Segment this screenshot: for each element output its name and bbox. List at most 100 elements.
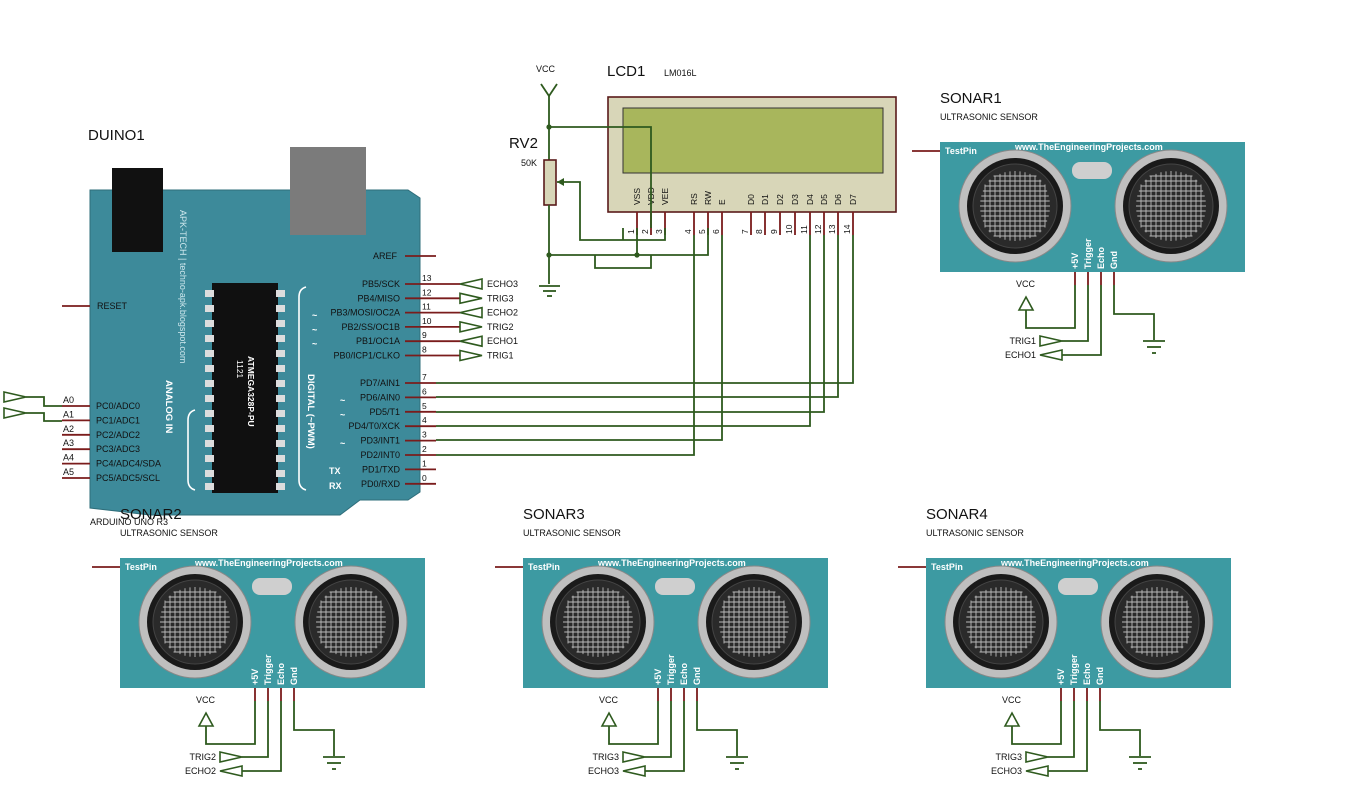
lcd-model-label: LM016L	[664, 68, 697, 78]
reset-pin-label: RESET	[97, 301, 128, 311]
digital-pin-name: PD7/AIN1	[360, 378, 400, 388]
net-label: ECHO3	[487, 279, 518, 289]
lcd-module[interactable]: LCD1 LM016L	[607, 63, 897, 213]
chip-name-label: ATMEGA328P-PU	[246, 356, 256, 427]
pot-vcc-arrow	[540, 83, 558, 98]
echo-net-label: ECHO2	[185, 766, 216, 776]
sonar-pin-label: +5V	[250, 669, 260, 685]
analog-pin-name: PC0/ADC0	[96, 401, 140, 411]
arduino-ref-label: DUINO1	[88, 127, 145, 144]
chip-pins-left	[205, 290, 214, 490]
sonar-crystal	[1058, 578, 1098, 595]
net-label: ECHO2	[487, 308, 518, 318]
echo-terminal[interactable]	[1039, 348, 1063, 362]
arduino-board[interactable]: DUINO1 APK-TECH | techno-apk.blogspot.co…	[62, 127, 436, 527]
sonar-pin-label: Gnd	[1095, 667, 1105, 685]
net-terminal[interactable]	[459, 349, 483, 362]
sonar-vcc-label: VCC	[599, 695, 619, 705]
sonar-testpin-label: TestPin	[125, 562, 157, 572]
echo-net-label: ECHO3	[991, 766, 1022, 776]
potentiometer[interactable]: VCC RV2 50K	[509, 64, 637, 297]
lcd-pin-num: 1	[626, 229, 636, 234]
sonar-testpin-label: TestPin	[945, 146, 977, 156]
sonar-ref-label: SONAR3	[523, 506, 585, 523]
sonar-pin-label: Trigger	[1069, 654, 1079, 685]
sonar-web-label: www.TheEngineeringProjects.com	[597, 558, 746, 568]
digital-bracket	[298, 286, 307, 491]
sonar-sub-label: ULTRASONIC SENSOR	[120, 528, 218, 538]
trig-terminal[interactable]	[1039, 334, 1063, 348]
transducer-mesh-icon	[316, 587, 386, 657]
a0-a1-terminals[interactable]	[3, 390, 62, 422]
lcd-pin-num: 8	[754, 229, 764, 234]
net-terminal[interactable]	[459, 306, 483, 319]
lcd-pin-name: D5	[819, 194, 829, 205]
lcd-pin-num: 12	[813, 224, 823, 234]
transducer-mesh-icon	[719, 587, 789, 657]
digital-pin-name: PD5/T1	[369, 407, 400, 417]
digital-pin-name: PD3/INT1	[360, 436, 400, 446]
sonar-testpin-label: TestPin	[528, 562, 560, 572]
pwm-tilde: ~	[340, 410, 345, 420]
rx-label: RX	[329, 481, 342, 491]
echo-terminal[interactable]	[1025, 764, 1049, 778]
echo-terminal[interactable]	[622, 764, 646, 778]
transducer-mesh-icon	[563, 587, 633, 657]
lcd-pin-name: D3	[790, 194, 800, 205]
analog-pin-ext: A5	[63, 467, 74, 477]
pwm-tilde: ~	[340, 395, 345, 405]
net-label: TRIG2	[487, 322, 514, 332]
chip-pins-right	[276, 290, 285, 490]
transducer-mesh-icon	[160, 587, 230, 657]
echo-terminal[interactable]	[219, 764, 243, 778]
trig-terminal[interactable]	[622, 750, 646, 764]
net-terminal[interactable]	[459, 277, 483, 291]
analog-pin-name: PC3/ADC3	[96, 444, 140, 454]
ground-icon	[1129, 756, 1151, 770]
lcd-pin-num: 6	[711, 229, 721, 234]
sonar-crystal	[252, 578, 292, 595]
sonar-pin-label: +5V	[1056, 669, 1066, 685]
digital-pin-num: 5	[422, 401, 427, 411]
digital-pin-name: PD4/T0/XCK	[348, 421, 400, 431]
sonar-pin-label: Echo	[1096, 246, 1106, 269]
digital-pin-num: 1	[422, 458, 427, 468]
usb-connector	[290, 147, 366, 235]
lcd-pin-name: D4	[805, 194, 815, 205]
analog-pin-ext: A4	[63, 453, 74, 463]
lcd-pin-num: 3	[654, 229, 664, 234]
power-jack	[112, 168, 163, 252]
ground-icon	[726, 756, 748, 770]
transducer-mesh-icon	[980, 171, 1050, 241]
lcd-pin-num: 2	[640, 229, 650, 234]
sonar-pin-label: Gnd	[289, 667, 299, 685]
lcd-ref-label: LCD1	[607, 63, 645, 80]
lcd-pin-name: D7	[848, 194, 858, 205]
lcd-pin-name: D2	[775, 194, 785, 205]
sonar-vcc-label: VCC	[1016, 279, 1036, 289]
trig-terminal[interactable]	[219, 750, 243, 764]
net-terminal[interactable]	[459, 292, 483, 305]
analog-pins: A0PC0/ADC0A1PC1/ADC1A2PC2/ADC2A3PC3/ADC3…	[62, 395, 161, 483]
echo-net-label: ECHO3	[588, 766, 619, 776]
digital-pin-num: 11	[422, 302, 431, 312]
sonar-pin-label: Gnd	[692, 667, 702, 685]
digital-pin-num: 12	[422, 287, 432, 297]
net-terminal[interactable]	[459, 320, 483, 333]
digital-pin-num: 13	[422, 273, 432, 283]
lcd-pin-num: 11	[799, 225, 809, 234]
trig-terminal[interactable]	[1025, 750, 1049, 764]
sonar-sub-label: ULTRASONIC SENSOR	[926, 528, 1024, 538]
sonar-pin-label: Echo	[679, 662, 689, 685]
tx-label: TX	[329, 466, 341, 476]
net-terminal[interactable]	[459, 335, 483, 348]
trig-net-label: TRIG1	[1009, 336, 1036, 346]
analog-pin-name: PC2/ADC2	[96, 430, 140, 440]
atmega-chip	[212, 283, 278, 493]
